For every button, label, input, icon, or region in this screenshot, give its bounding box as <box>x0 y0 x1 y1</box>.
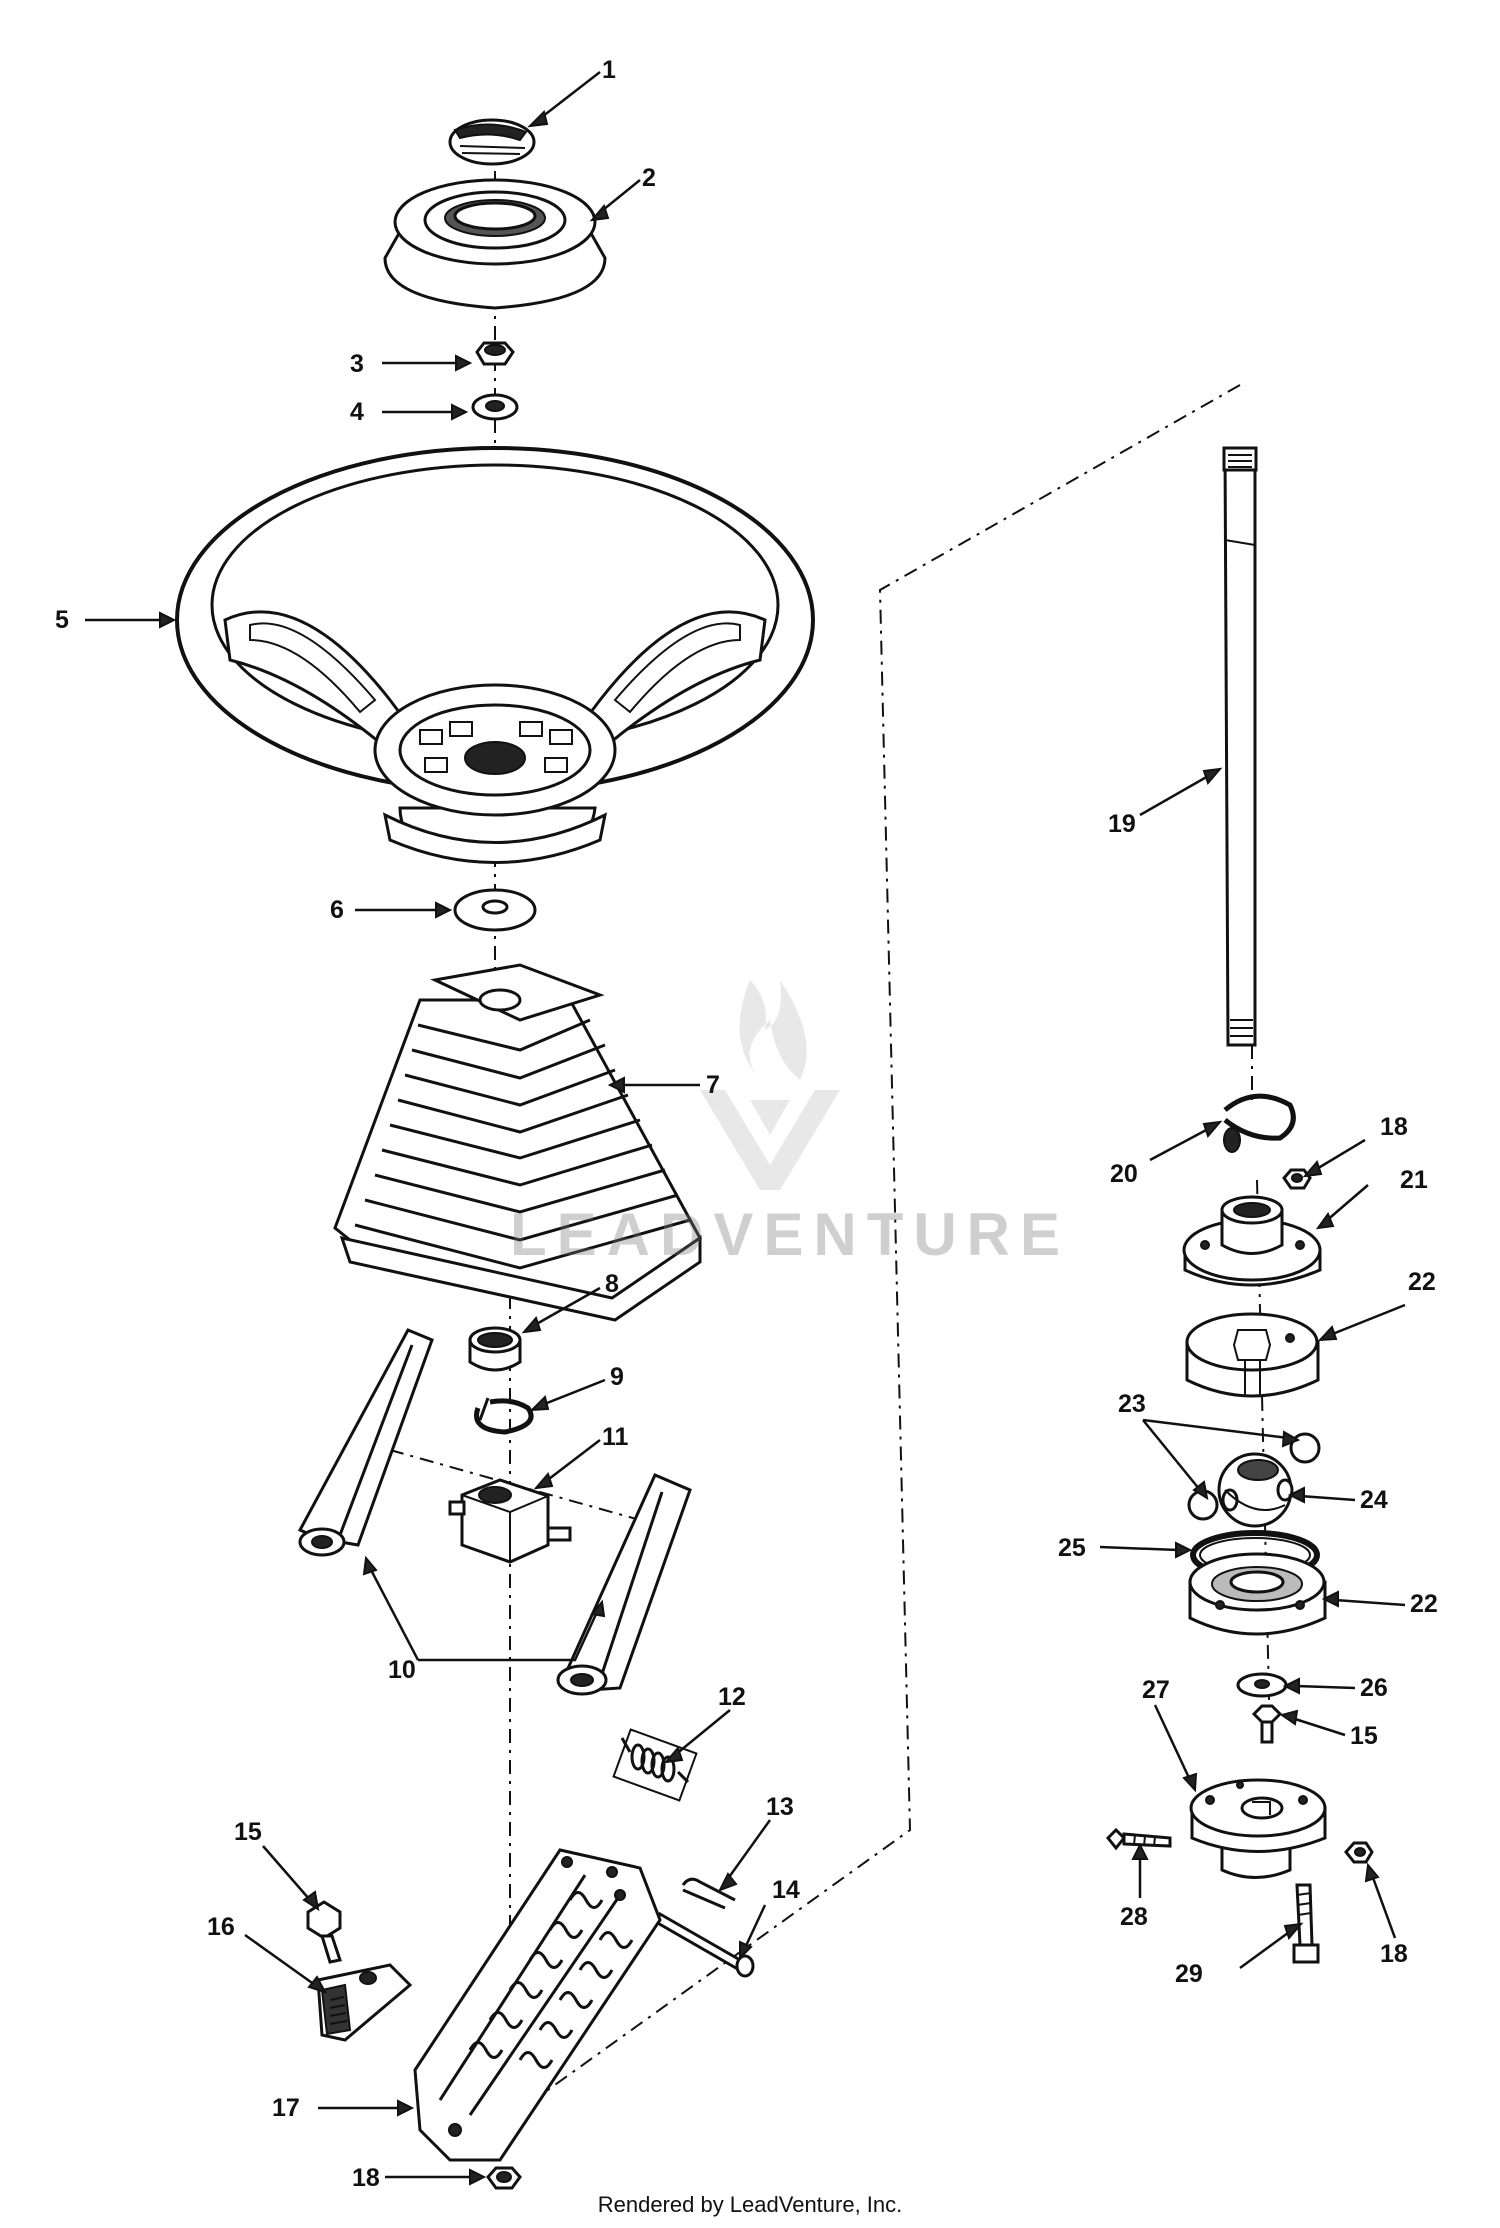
callout-27: 27 <box>1142 1676 1170 1704</box>
part-26-washer <box>1236 1672 1288 1698</box>
callout-3: 3 <box>350 350 364 378</box>
part-5-steering-wheel <box>175 446 815 864</box>
callout-8: 8 <box>605 1270 619 1298</box>
part-13-cotter-pin <box>681 1877 736 1910</box>
leader-lines <box>85 71 1406 2186</box>
part-12-spring <box>612 1728 698 1802</box>
callout-23: 23 <box>1118 1390 1146 1418</box>
part-22-coupling-upper <box>1185 1312 1320 1398</box>
part-18-nut-right-upper <box>1282 1168 1312 1190</box>
part-19-steering-shaft <box>1222 446 1258 1047</box>
part-9-snap-ring <box>474 1397 534 1435</box>
callout-13: 13 <box>766 1793 794 1821</box>
callout-18: 18 <box>352 2164 380 2192</box>
callout-25: 25 <box>1058 1534 1086 1562</box>
part-14-pin <box>654 1911 755 1978</box>
callout-9: 9 <box>610 1363 624 1391</box>
callout-2: 2 <box>642 164 656 192</box>
callout-24: 24 <box>1360 1486 1388 1514</box>
callout-22-upper: 22 <box>1408 1268 1436 1296</box>
part-18-nut-right-lower <box>1344 1841 1374 1864</box>
part-1-emblem <box>448 118 536 166</box>
part-18-nut-bottom <box>486 2166 522 2190</box>
part-28-bolt <box>1105 1827 1172 1851</box>
callout-12: 12 <box>718 1683 746 1711</box>
part-15-bolt-left <box>306 1900 342 1964</box>
callout-11: 11 <box>602 1423 629 1451</box>
callout-17: 17 <box>272 2094 300 2122</box>
callout-labels: 1 2 3 4 5 6 7 8 9 10 11 12 13 14 15 16 1… <box>55 56 1438 2192</box>
part-27-hub-flange <box>1189 1778 1327 1879</box>
part-10-handle-grips <box>297 1328 692 1696</box>
part-2-hub-cover <box>383 178 607 310</box>
part-4-washer <box>471 393 519 421</box>
callout-1: 1 <box>602 56 616 84</box>
callout-7: 7 <box>706 1071 720 1099</box>
part-24-spherical-joint <box>1217 1452 1294 1528</box>
callout-15-right: 15 <box>1350 1722 1378 1750</box>
footer-credit: Rendered by LeadVenture, Inc. <box>597 2192 903 2217</box>
part-20-clip <box>1223 1093 1296 1153</box>
part-22-coupling-lower <box>1188 1552 1327 1636</box>
callout-4: 4 <box>350 398 364 426</box>
watermark-logo <box>700 980 840 1190</box>
callout-15: 15 <box>234 1818 262 1846</box>
part-15-bolt-right <box>1251 1704 1283 1744</box>
part-21-flange <box>1182 1195 1322 1287</box>
part-17-pedal-bracket <box>413 1848 662 2162</box>
callout-10: 10 <box>388 1656 416 1684</box>
part-11-pivot-block <box>448 1478 572 1564</box>
callout-5: 5 <box>55 606 69 634</box>
callout-18-right-upper: 18 <box>1380 1113 1408 1141</box>
callout-14: 14 <box>772 1876 800 1904</box>
callout-20: 20 <box>1110 1160 1138 1188</box>
callout-6: 6 <box>330 896 344 924</box>
callout-22-lower: 22 <box>1410 1590 1438 1618</box>
callout-16: 16 <box>207 1913 235 1941</box>
part-7-boot <box>333 963 702 1322</box>
watermark-text: LEADVENTURE <box>510 1201 1071 1268</box>
callout-29: 29 <box>1175 1960 1203 1988</box>
part-8-bushing <box>468 1326 522 1372</box>
callout-26: 26 <box>1360 1674 1388 1702</box>
callout-18-right-lower: 18 <box>1380 1940 1408 1968</box>
part-16-latch-pad <box>316 1963 413 2042</box>
callout-21: 21 <box>1400 1166 1428 1194</box>
part-3-nut <box>475 341 515 366</box>
callout-19: 19 <box>1108 810 1136 838</box>
callout-28: 28 <box>1120 1903 1148 1931</box>
part-6-washer <box>453 888 537 932</box>
